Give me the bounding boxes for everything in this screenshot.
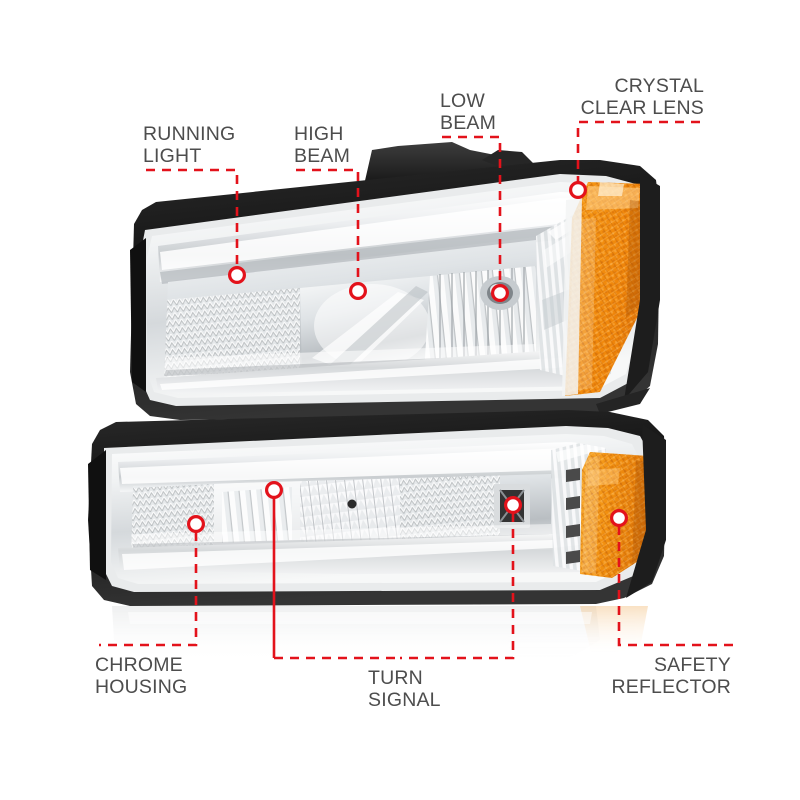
leader-high-beam: [296, 168, 368, 301]
callout-label-high-beam: HIGH BEAM: [294, 123, 351, 167]
callout-label-chrome-housing: CHROME HOUSING: [95, 654, 188, 698]
lower-bumper-light: [88, 410, 666, 606]
callout-label-low-beam: LOW BEAM: [440, 90, 497, 134]
running-light-bar: [158, 192, 612, 284]
surface-reflection: [112, 606, 648, 664]
upper-headlight-assembly: [130, 142, 660, 420]
leader-safety-reflector: [609, 509, 733, 647]
bumper-led-strip-bottom: [118, 530, 606, 576]
callout-label-safety-reflector: SAFETY REFLECTOR: [611, 654, 731, 698]
callout-leaders: [99, 120, 733, 660]
leader-running-light: [146, 168, 247, 285]
reflector-clips: [566, 468, 580, 564]
leader-turn-signal: [265, 481, 523, 660]
lower-chrome-bar: [156, 346, 612, 394]
leader-chrome-housing: [99, 514, 206, 647]
leader-crystal-clear-lens: [568, 120, 700, 200]
callout-label-turn-signal: TURN SIGNAL: [368, 667, 441, 711]
callout-label-running-light: RUNNING LIGHT: [143, 123, 236, 167]
callout-label-crystal-clear-lens: CRYSTAL CLEAR LENS: [580, 75, 704, 119]
amber-corner-lens-lower: [580, 452, 648, 578]
leader-low-beam: [442, 135, 510, 303]
